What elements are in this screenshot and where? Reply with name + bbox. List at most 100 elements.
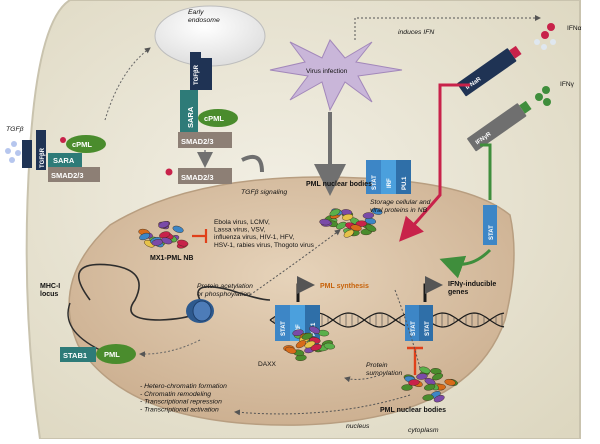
nb-protein-blob [301,332,313,340]
nb-protein-blob [371,207,383,215]
nb-protein-blob [343,229,355,238]
pml-to-stab1-arrow [139,339,201,358]
svg-text:STAT: STAT [425,321,431,336]
svg-text:SARA: SARA [186,106,195,128]
svg-text:STAT: STAT [489,225,495,240]
virus-infection-star [269,39,403,112]
nb-protein-blob [422,394,434,401]
svg-text:TGFβR: TGFβR [194,64,200,85]
pml-ellipse: PML [96,344,136,364]
svg-text:STAT: STAT [372,175,378,190]
svg-text:STAT: STAT [411,321,417,336]
tgfb-ligands [5,141,21,163]
svg-text:cPML: cPML [204,114,224,123]
pml-inhibition-bar [407,346,423,375]
svg-text:TGFβR: TGFβR [40,147,46,168]
svg-text:SMAD2/3: SMAD2/3 [181,173,214,182]
svg-text:SARA: SARA [53,156,75,165]
cpml-endosome: cPML [198,109,238,127]
sara-left: SARA [48,153,82,167]
stat-irf-pu1-complex-top: STAT IRF PU.1 [366,160,411,194]
chromatin-fiber [78,263,271,321]
cpml-left: cPML [66,135,106,153]
nucleosome [186,299,214,323]
nb-protein-blob [444,378,456,386]
functions-list: - Hetero-chromatin formation- Chromatin … [140,383,227,413]
tgfbr-endosome: TGFβR [190,52,212,90]
viruses-label: Ebola virus, LCMV,Lassa virus, VSV,influ… [214,219,315,249]
synthesis-arrow [394,289,421,369]
nb-protein-blob [177,239,189,247]
nucleus-label: nucleus [346,423,370,430]
tgfb-to-endosome-arrow [104,47,151,121]
pml-synthesis-label: PML synthesis [320,283,369,290]
nb-protein-blob [408,379,420,386]
induces-ifn-label: induces IFN [398,29,434,36]
nb-protein-blob [292,329,304,337]
svg-text:cPML: cPML [72,140,92,149]
nb-protein-blob [433,395,445,403]
nb-protein-blob [151,239,163,246]
tgfb-receptor-left: TGFβR [22,130,46,170]
nb-protein-blob [161,237,173,245]
ifn-alpha-label: IFNα [567,25,582,32]
mx1-inhibition [192,229,208,243]
bottom-to-functions-arrow [234,394,411,416]
nb-protein-blob [139,232,151,241]
svg-text:PML: PML [104,350,120,359]
nb-protein-blob [323,342,336,350]
sumoylation-arrow [344,374,381,383]
ifng-signal-arrow [480,143,492,200]
ifng-genes-arrow [423,276,443,302]
nb-protein-blob [295,340,307,349]
nb-protein-blob [285,346,297,354]
nb-protein-blob [365,224,377,232]
stat-pair-dna: STAT STAT [405,305,433,341]
svg-text:STAB1: STAB1 [63,351,87,360]
tgfb-signaling-label: TGFβ signaling [241,189,287,196]
smad-endosome: SMAD2/3 [178,132,232,148]
sara-endosome: SARA [180,90,198,132]
mx1-pml-nb-label: MX1-PML NB [150,255,193,262]
smad-left: SMAD2/3 [48,167,100,182]
nb-protein-blob [158,221,170,229]
tgfb-label: TGFβ [6,126,24,133]
mhc-line [67,302,101,351]
nb-protein-blob [416,373,428,380]
pml-synthesis-arrow [296,276,315,302]
mx1-pml-nuclear-body [138,221,189,249]
nb-protein-blob [423,383,436,391]
nucleus [68,176,515,426]
ifn-gamma-ligands [535,86,551,106]
nb-protein-blob [401,384,413,391]
nb-protein-blob [319,218,331,226]
ifngr-receptor: IFNγR [467,100,532,152]
svg-text:SMAD2/3: SMAD2/3 [181,137,214,146]
ifnar-receptor: IFNaR [457,45,522,97]
ifna-signal-arrow [399,83,470,242]
ifn-gamma-label: IFNγ [560,81,575,88]
svg-text:SMAD2/3: SMAD2/3 [51,171,84,180]
induces-ifn-arrow [354,15,541,40]
cytoplasm-label: cytoplasm [408,427,439,434]
pml-nuclear-body-bottom [401,366,458,403]
virus-infection-label: Virus infection [306,68,348,75]
pml-nuclear-body-top [319,207,383,238]
ifng-signal-arrow-2 [439,248,492,279]
nb-protein-blob [172,225,184,233]
smad-free: SMAD2/3 [178,168,232,184]
nb-protein-blob [309,326,320,334]
nb-protein-blob [329,208,341,217]
stat-box-right: STAT [483,205,497,245]
svg-text:IRF: IRF [387,178,393,188]
acetylation-arrow [249,229,341,296]
svg-text:IRF: IRF [296,324,302,334]
ifn-alpha-ligands [534,23,556,50]
nb-protein-blob [432,373,444,381]
